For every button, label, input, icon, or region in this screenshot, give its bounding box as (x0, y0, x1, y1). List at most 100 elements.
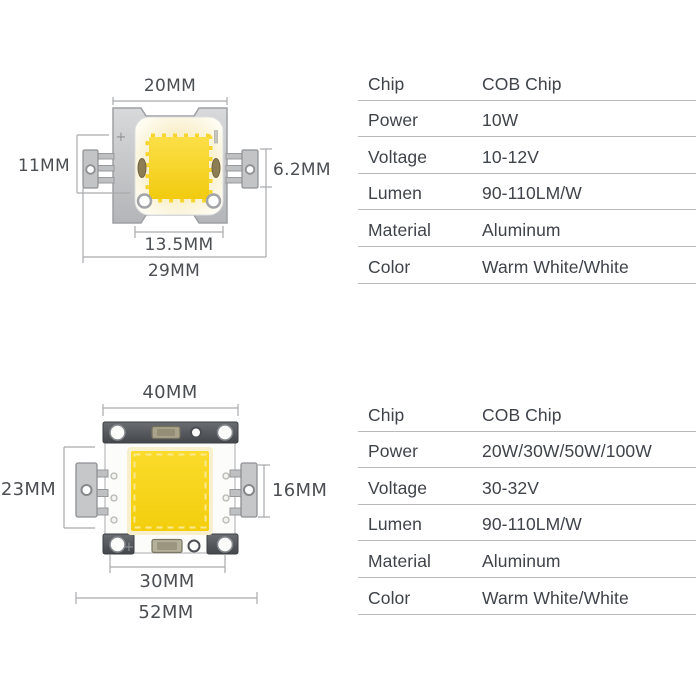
terminal-left (75, 462, 109, 518)
dimension-label: 6.2MM (273, 160, 331, 180)
terminal-prong (225, 177, 243, 184)
spec-row: Material Aluminum (358, 541, 696, 578)
terminal-prong (96, 489, 109, 497)
spec-label: Lumen (368, 514, 423, 535)
terminal-hole (85, 164, 96, 175)
terminal-prong (225, 153, 243, 160)
corner-hole-top-left (109, 424, 126, 441)
terminal-prong (97, 165, 115, 172)
dimension-label: 30MM (139, 571, 194, 592)
dimension-label: 13.5MM (145, 235, 214, 255)
top-connector-tab-detail (157, 429, 175, 436)
solder-pad-hole-right (211, 158, 221, 178)
terminal-hole (243, 484, 255, 496)
terminal-prong (229, 469, 242, 478)
chip-10w-figure: + ‖ (82, 107, 259, 224)
bottom-tab-hole (187, 539, 201, 553)
chip-high-power-figure: + (75, 421, 258, 555)
terminal-right (229, 462, 258, 518)
corner-hole-top-right (216, 424, 234, 441)
dimension-right-height: 16MM (258, 464, 327, 518)
spec-row: Lumen 90-110LM/W (358, 174, 696, 211)
terminal-hole (80, 484, 93, 496)
contact-dot (110, 516, 118, 524)
spec-row: Color Warm White/White (358, 247, 696, 284)
mount-hole-left (136, 193, 153, 209)
spec-label: Material (368, 550, 432, 571)
spec-label: Power (368, 110, 419, 131)
dimension-label: 20MM (144, 76, 196, 96)
spec-value: Aluminum (482, 550, 561, 571)
side-contact-dots (110, 472, 230, 524)
dimension-label: 16MM (272, 480, 327, 501)
dimension-label: 23MM (1, 479, 56, 500)
polarity-plus-mark: + (116, 130, 127, 145)
spec-label: Chip (368, 73, 405, 94)
terminal-prong (225, 165, 243, 172)
spec-value: 20W/30W/50W/100W (482, 441, 652, 462)
spec-row: Power 20W/30W/50W/100W (358, 432, 696, 469)
spec-row: Chip COB Chip (358, 395, 696, 432)
terminal-hole (244, 164, 256, 175)
spec-label: Power (368, 441, 419, 462)
spec-value: 10-12V (482, 146, 540, 167)
spec-label: Chip (368, 404, 405, 425)
spec-table-high-power: Chip COB Chip Power 20W/30W/50W/100W Vol… (358, 395, 696, 615)
spec-row: Material Aluminum (358, 210, 696, 247)
contact-dot (110, 494, 118, 502)
spec-value: Aluminum (482, 219, 561, 240)
spec-value: 30-32V (482, 477, 540, 498)
dimension-bottom-inner: 30MM (109, 555, 226, 592)
spec-label: Color (368, 587, 411, 608)
spec-row: Voltage 10-12V (358, 137, 696, 174)
dimension-top-width: 20MM (112, 76, 228, 105)
spec-table-10w: Chip COB Chip Power 10W Voltage 10-12V L… (358, 64, 696, 284)
contact-dot (110, 472, 118, 480)
spec-row: Chip COB Chip (358, 64, 696, 101)
dimension-bottom-inner: 13.5MM (134, 226, 224, 255)
contact-dot (222, 472, 230, 480)
chip-10w-diagram: + ‖ 20MM 11MM (18, 76, 331, 281)
corner-hole-bottom-right (216, 536, 234, 553)
dimension-label: 11MM (18, 156, 70, 176)
dimension-bottom-outer: 29MM (82, 188, 266, 281)
terminal-prong (97, 153, 115, 160)
spec-label: Voltage (368, 477, 428, 498)
terminal-prong (96, 469, 109, 478)
dimension-top-width: 40MM (102, 382, 239, 416)
spec-label: Voltage (368, 146, 428, 167)
spec-value: Warm White/White (482, 256, 629, 277)
spec-row: Voltage 30-32V (358, 468, 696, 505)
dimension-left-height: 11MM (18, 134, 130, 194)
dimension-label: 40MM (142, 382, 197, 403)
terminal-prong (96, 507, 109, 516)
spec-label: Material (368, 219, 432, 240)
spec-value: 90-110LM/W (482, 514, 582, 535)
spec-row: Lumen 90-110LM/W (358, 505, 696, 542)
top-tab-hole (190, 426, 202, 439)
spec-value: Warm White/White (482, 587, 629, 608)
contact-dot (222, 516, 230, 524)
terminal-prong (97, 177, 115, 184)
polarity-plus-mark: + (124, 540, 135, 555)
dimension-label: 52MM (138, 602, 193, 623)
chip-high-power-diagram: + 40MM 23MM (1, 382, 327, 623)
dimension-bottom-outer: 52MM (75, 592, 258, 623)
led-die (149, 137, 209, 199)
contact-dot (222, 494, 230, 502)
solder-pad-hole-left (137, 158, 147, 178)
dimension-left-height: 23MM (1, 446, 95, 529)
led-die (131, 451, 209, 531)
spec-value: 10W (482, 110, 519, 131)
terminal-prong (229, 489, 242, 497)
terminal-right (225, 149, 259, 189)
terminal-prong (229, 507, 242, 516)
spec-label: Color (368, 256, 411, 277)
terminal-left (82, 149, 115, 189)
spec-value: COB Chip (482, 404, 562, 425)
mount-hole-right (205, 193, 222, 209)
spec-row: Power 10W (358, 101, 696, 138)
bottom-connector-tab-detail (157, 542, 177, 550)
spec-value: COB Chip (482, 73, 562, 94)
